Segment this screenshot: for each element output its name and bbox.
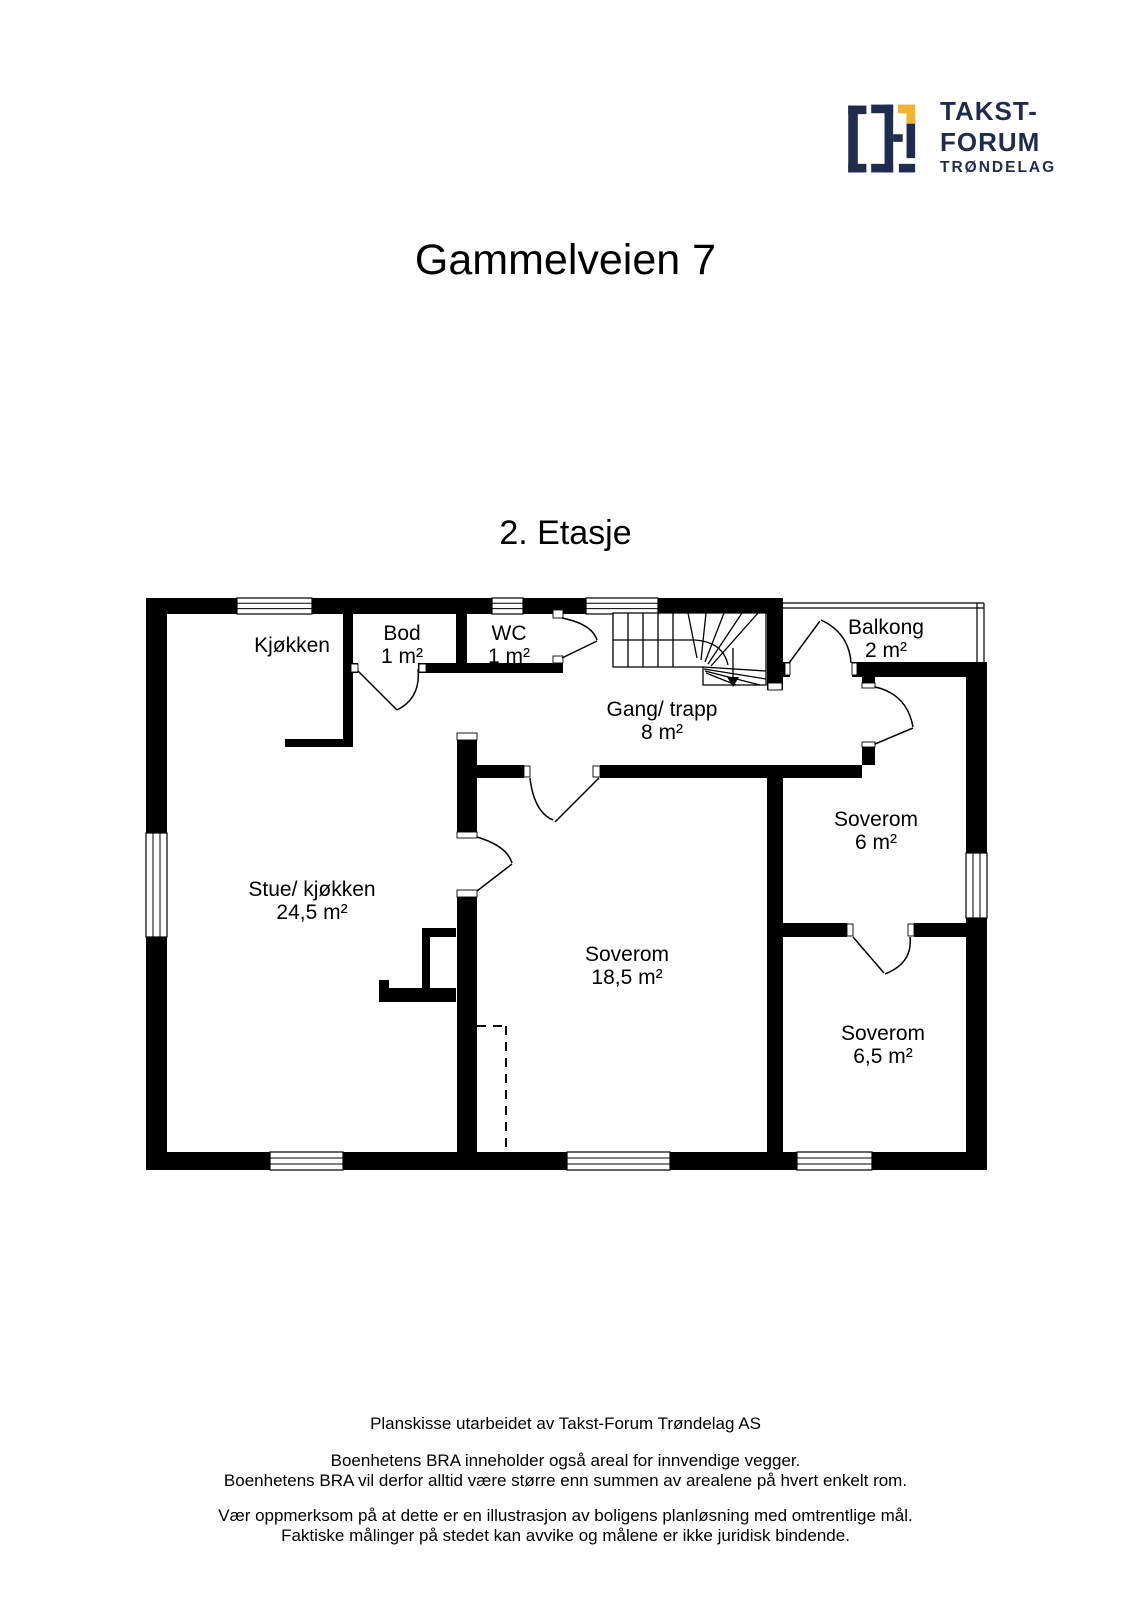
door-jambs	[350, 609, 915, 937]
logo: TAKST- FORUM TRØNDELAG	[832, 95, 1056, 183]
footer-disclaimer-line-1: Vær oppmerksom på at dette er en illustr…	[218, 1506, 913, 1525]
logo-line-1: TAKST-	[940, 96, 1038, 126]
room-area-soverom-6: 6 m²	[855, 831, 897, 854]
room-label-wc: WC	[492, 622, 527, 645]
room-area-balkong: 2 m²	[865, 639, 907, 662]
room-area-soverom-185: 18,5 m²	[591, 966, 662, 989]
balcony-railing	[782, 602, 985, 662]
stair-direction-arrow	[727, 648, 739, 687]
footer-credit: Planskisse utarbeidet av Takst-Forum Trø…	[370, 1414, 761, 1433]
footer-bra-note: Boenhetens BRA inneholder også areal for…	[0, 1451, 1131, 1490]
room-label-soverom-6: Soverom	[834, 808, 918, 831]
room-area-soverom-65: 6,5 m²	[853, 1045, 913, 1068]
sov18-gang-door	[529, 777, 600, 823]
ceiling-dashed-line	[477, 1025, 507, 1150]
door-swings	[357, 617, 914, 975]
footer-disclaimer-line-2: Faktiske målinger på stedet kan avvike o…	[281, 1525, 850, 1545]
room-area-stue: 24,5 m²	[276, 901, 347, 924]
room-area-bod: 1 m²	[381, 645, 423, 668]
takst-forum-logo-icon	[848, 104, 916, 173]
room-label-soverom-185: Soverom	[585, 943, 669, 966]
staircase	[612, 612, 767, 687]
logo-wordmark: TAKST- FORUM TRØNDELAG	[940, 98, 1056, 176]
room-labels: Kjøkken Bod 1 m² WC 1 m² Gang/ trapp 8 m…	[248, 616, 925, 1068]
wc-door	[561, 617, 598, 659]
floor-plan: Kjøkken Bod 1 m² WC 1 m² Gang/ trapp 8 m…	[145, 597, 988, 1171]
sov6-door	[874, 686, 914, 745]
footer-bra-line-2: Boenhetens BRA vil derfor alltid være st…	[223, 1470, 908, 1490]
footer-bra-line-1: Boenhetens BRA inneholder også areal for…	[330, 1451, 801, 1470]
room-label-kjokken: Kjøkken	[254, 634, 330, 657]
room-label-gang: Gang/ trapp	[607, 698, 718, 721]
bod-door	[357, 668, 420, 711]
footer-disclaimer: Vær oppmerksom på at dette er en illustr…	[0, 1506, 1131, 1545]
balkong-door	[788, 619, 852, 664]
room-label-balkong: Balkong	[848, 616, 924, 639]
room-area-gang: 8 m²	[641, 721, 683, 744]
room-label-soverom-65: Soverom	[841, 1022, 925, 1045]
room-label-bod: Bod	[383, 622, 420, 645]
windows	[145, 597, 988, 1171]
logo-line-3: TRØNDELAG	[940, 159, 1057, 176]
room-label-stue: Stue/ kjøkken	[248, 878, 375, 901]
logo-line-2: FORUM	[940, 127, 1041, 157]
page-title: Gammelveien 7	[414, 236, 717, 284]
room-area-wc: 1 m²	[488, 645, 530, 668]
sov18-stue-door	[476, 836, 513, 892]
floor-label: 2. Etasje	[499, 514, 632, 552]
sov65-door	[852, 936, 912, 975]
